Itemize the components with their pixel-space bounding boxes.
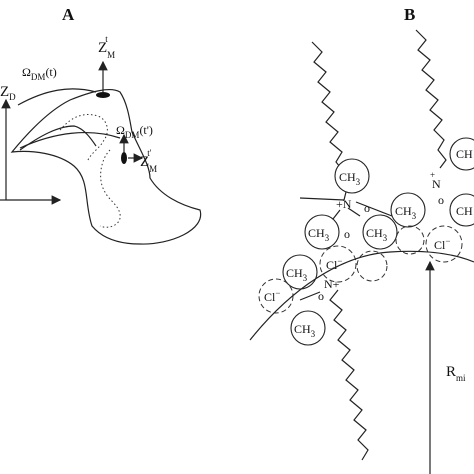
membrane-fold-dotted-1 xyxy=(59,114,108,161)
bond-2 xyxy=(347,207,361,217)
ch-partial-label-1: CH xyxy=(456,147,473,161)
ch3-circle-7 xyxy=(449,137,474,171)
n-plus-label-1: +N xyxy=(336,197,352,211)
ch-partial-label-2: CH xyxy=(456,204,473,218)
r-min-label: Rmi xyxy=(446,364,466,383)
ch3-circle-1 xyxy=(334,158,370,194)
alkyl-chain-3 xyxy=(329,289,369,461)
cl-circle-5 xyxy=(395,225,425,255)
cl-label-3: Cl− xyxy=(434,236,450,252)
omega-t-arc xyxy=(17,88,97,106)
ch3-circle-5 xyxy=(282,254,318,290)
zm-t2-label: ZMt' xyxy=(140,148,157,174)
cl-circle-2 xyxy=(319,245,357,283)
membrane-fold xyxy=(19,125,97,151)
bond-1 xyxy=(299,197,345,201)
panel-a: A ZD ZMt ZMt' ΩDM(t) ΩDM(t') xyxy=(0,5,202,245)
zd-label: ZD xyxy=(0,84,16,102)
ch3-circle-6 xyxy=(290,310,326,346)
ch3-label-3: CH3 xyxy=(366,226,388,243)
ch3-circle-3 xyxy=(362,214,398,250)
o-label-4: o xyxy=(438,193,444,207)
n-plus-sign-3: + xyxy=(430,170,435,180)
molecule-t2 xyxy=(121,152,127,164)
o-label-1: o xyxy=(364,201,370,215)
omega-t-label: ΩDM(t) xyxy=(22,65,57,82)
ch3-label-1: CH3 xyxy=(339,170,361,187)
omega-t2-arc xyxy=(19,131,121,149)
panel-a-label: A xyxy=(62,5,75,24)
molecule-t xyxy=(96,92,110,98)
n-label-3: N xyxy=(432,177,441,191)
cl-circle-3 xyxy=(425,225,463,263)
omega-t2-label: ΩDM(t') xyxy=(116,123,153,140)
cl-label-1: Cl− xyxy=(264,288,280,304)
bond-5 xyxy=(299,291,321,301)
zm-t-label: ZMt xyxy=(98,34,115,60)
o-label-2: o xyxy=(344,227,350,241)
panel-b: B CH3 CH3 CH3 CH3 CH3 CH3 CH CH +N N+ N … xyxy=(249,5,474,474)
cl-label-2: Cl− xyxy=(326,256,342,272)
ch3-circle-2 xyxy=(304,214,340,250)
interface-curve xyxy=(249,250,474,341)
membrane-outline xyxy=(10,88,202,245)
ch3-circle-8 xyxy=(449,193,474,227)
ch3-label-5: CH3 xyxy=(286,266,308,283)
cl-circle-4 xyxy=(356,250,388,282)
n-plus-label-2: N+ xyxy=(324,277,340,291)
ch3-label-4: CH3 xyxy=(395,204,417,221)
membrane-fold-dotted-2 xyxy=(99,149,121,228)
o-label-3: o xyxy=(318,289,324,303)
ch3-label-2: CH3 xyxy=(308,226,330,243)
bond-3 xyxy=(355,201,393,217)
ch3-circle-4 xyxy=(390,192,426,228)
panel-b-label: B xyxy=(404,5,415,24)
ch3-label-6: CH3 xyxy=(294,322,316,339)
alkyl-chain-2 xyxy=(415,29,447,169)
